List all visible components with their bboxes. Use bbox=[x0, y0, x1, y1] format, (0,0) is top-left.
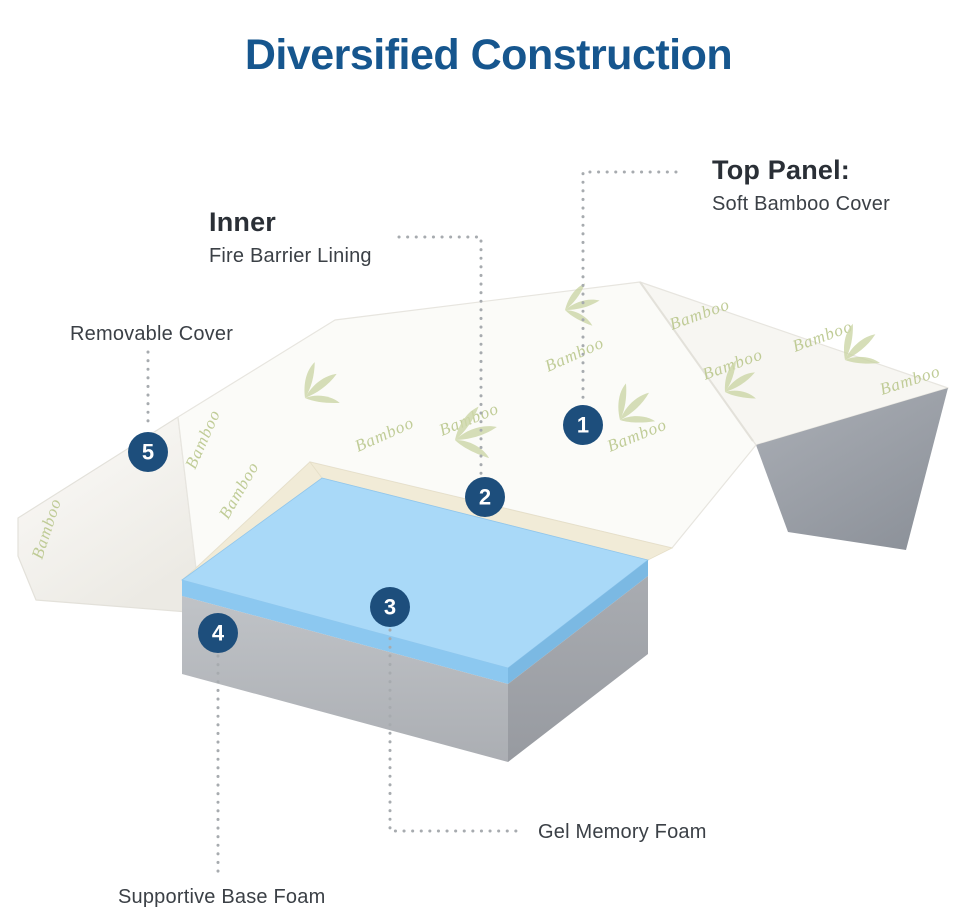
callout-circle-2 bbox=[465, 477, 505, 517]
gel-foam-front-left bbox=[182, 580, 508, 684]
callout-marker-1: 1 bbox=[563, 405, 603, 445]
callout-marker-4: 4 bbox=[198, 613, 238, 653]
right-folded-side-panel bbox=[756, 388, 948, 550]
mattress bbox=[17, 281, 949, 762]
callout-circle-3 bbox=[370, 587, 410, 627]
label-inner-heading: Inner bbox=[209, 207, 277, 237]
label-removable-cover: Removable Cover bbox=[70, 323, 234, 345]
callout-circle-1 bbox=[563, 405, 603, 445]
base-foam-front-left bbox=[182, 596, 508, 762]
callout-number-2: 2 bbox=[479, 485, 491, 510]
callout-marker-5: 5 bbox=[128, 432, 168, 472]
label-inner-sub: Fire Barrier Lining bbox=[209, 245, 372, 267]
callout-number-5: 5 bbox=[142, 440, 154, 465]
label-supportive-base-foam: Supportive Base Foam bbox=[118, 886, 326, 908]
page-title: Diversified Construction bbox=[244, 30, 733, 79]
fold-seam bbox=[639, 281, 754, 442]
leader-line-inner bbox=[397, 235, 483, 476]
label-top-panel: Top Panel: Soft Bamboo Cover bbox=[712, 155, 890, 216]
base-foam-front-right bbox=[508, 576, 648, 762]
leader-lines bbox=[146, 170, 678, 878]
callout-markers: 1 2 3 4 5 bbox=[128, 405, 603, 653]
callout-circle-4 bbox=[198, 613, 238, 653]
callout-number-3: 3 bbox=[384, 595, 396, 620]
callout-number-4: 4 bbox=[212, 621, 225, 646]
label-top-panel-sub: Soft Bamboo Cover bbox=[712, 193, 890, 215]
gel-foam-front-right bbox=[508, 560, 648, 684]
label-inner: Inner Fire Barrier Lining bbox=[209, 207, 372, 268]
callout-marker-2: 2 bbox=[465, 477, 505, 517]
label-top-panel-heading: Top Panel: bbox=[712, 155, 851, 185]
callout-number-1: 1 bbox=[577, 413, 589, 438]
callout-marker-3: 3 bbox=[370, 587, 410, 627]
label-gel-memory-foam: Gel Memory Foam bbox=[538, 821, 707, 843]
callout-circle-5 bbox=[128, 432, 168, 472]
